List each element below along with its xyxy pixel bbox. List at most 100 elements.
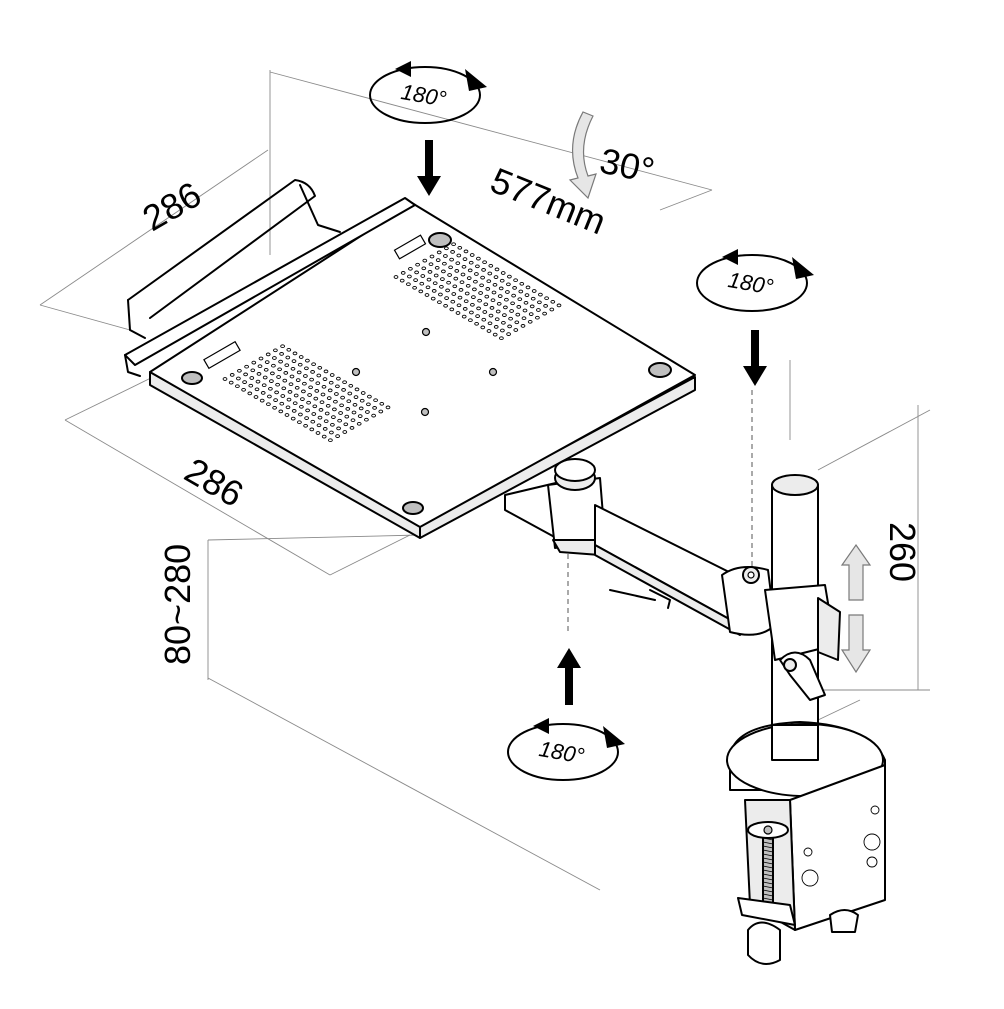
vent-hole xyxy=(400,271,406,275)
vent-hole xyxy=(314,389,320,393)
thread-line xyxy=(762,877,774,881)
vent-hole xyxy=(512,286,517,290)
vent-hole xyxy=(328,380,334,385)
vent-hole xyxy=(303,423,308,428)
vent-hole xyxy=(432,281,438,286)
vent-hole xyxy=(322,377,328,381)
vent-hole xyxy=(251,360,257,365)
vent-hole xyxy=(549,307,555,312)
dimension-pole-height: 260 xyxy=(882,522,923,582)
vent-hole xyxy=(329,430,334,435)
vent-hole xyxy=(447,273,452,277)
vent-hole xyxy=(494,267,500,272)
vent-hole xyxy=(499,278,505,283)
vent-hole xyxy=(480,275,485,280)
vent-hole xyxy=(475,264,480,269)
thread-line xyxy=(762,845,774,849)
vent-hole xyxy=(459,280,465,285)
vent-hole xyxy=(406,282,411,287)
vent-hole xyxy=(326,396,332,400)
thread-line xyxy=(762,853,774,857)
vent-hole xyxy=(455,311,461,315)
vent-hole xyxy=(385,405,391,410)
vent-hole xyxy=(424,293,430,297)
vent-hole xyxy=(292,351,298,356)
vent-hole xyxy=(273,398,278,402)
vent-hole xyxy=(372,406,377,410)
vent-hole xyxy=(451,242,456,247)
vent-hole xyxy=(315,381,321,386)
vent-hole xyxy=(309,427,315,432)
vent-hole xyxy=(421,266,427,271)
vent-hole xyxy=(241,387,246,392)
arrow-down-tray-icon xyxy=(417,140,441,196)
vent-hole xyxy=(450,250,455,254)
rotation-symbol-joint: 180° xyxy=(696,249,814,312)
tilt-arrow-icon xyxy=(568,111,597,200)
vent-hole xyxy=(442,261,447,266)
vent-hole xyxy=(346,399,352,404)
vent-hole xyxy=(454,269,460,273)
vent-hole xyxy=(456,303,462,308)
vent-hole xyxy=(328,438,333,443)
vent-hole xyxy=(322,427,328,431)
vent-hole xyxy=(310,419,316,424)
vent-hole xyxy=(431,289,437,293)
rotation-axis-lines xyxy=(567,390,753,635)
vent-hole xyxy=(284,363,290,368)
vent-hole xyxy=(244,364,249,369)
vent-hole xyxy=(276,375,281,379)
vent-hole xyxy=(556,303,562,308)
vent-hole xyxy=(519,281,525,286)
vent-hole xyxy=(463,299,469,304)
vent-hole xyxy=(351,410,357,415)
vent-hole xyxy=(492,282,498,287)
vent-hole xyxy=(469,310,474,315)
vent-hole xyxy=(437,300,442,305)
vent-hole xyxy=(281,386,287,391)
vent-hole xyxy=(506,332,511,336)
vent-hole xyxy=(334,392,339,396)
vent-hole xyxy=(300,397,305,401)
mount-arm xyxy=(504,458,776,636)
vent-hole xyxy=(503,305,508,310)
vent-hole xyxy=(317,365,323,370)
vent-hole xyxy=(393,275,399,279)
vent-hole xyxy=(378,409,384,414)
vent-hole xyxy=(484,294,490,299)
vent-hole xyxy=(475,314,480,318)
vent-hole xyxy=(450,299,456,304)
vent-hole xyxy=(399,278,405,283)
vent-hole xyxy=(524,293,530,297)
vent-hole xyxy=(288,382,294,387)
vent-hole xyxy=(257,364,263,369)
vent-hole xyxy=(333,399,338,404)
vent-hole xyxy=(304,366,309,371)
vent-hole xyxy=(264,360,270,364)
thread-line xyxy=(762,849,774,853)
vent-hole xyxy=(525,285,531,290)
vent-hole xyxy=(461,314,467,319)
vent-hole xyxy=(418,289,424,294)
vent-hole xyxy=(457,245,463,250)
solid-arrows xyxy=(417,140,767,705)
vent-hole xyxy=(295,378,301,382)
vent-hole xyxy=(236,376,241,381)
vent-hole xyxy=(335,434,340,438)
vent-hole xyxy=(495,309,501,314)
vent-hole xyxy=(332,407,337,412)
vent-hole xyxy=(493,275,499,279)
dimension-tilt-angle: 30° xyxy=(596,140,658,191)
vent-hole xyxy=(279,401,285,406)
vent-hole xyxy=(310,370,315,374)
vent-hole xyxy=(504,297,509,302)
vent-hole xyxy=(529,304,535,309)
vent-hole xyxy=(500,328,505,333)
vent-hole xyxy=(258,356,264,361)
vent-hole xyxy=(283,371,289,375)
vent-hole xyxy=(538,292,543,297)
vent-hole xyxy=(316,423,322,428)
vent-hole xyxy=(507,324,512,329)
vent-hole xyxy=(472,287,477,292)
